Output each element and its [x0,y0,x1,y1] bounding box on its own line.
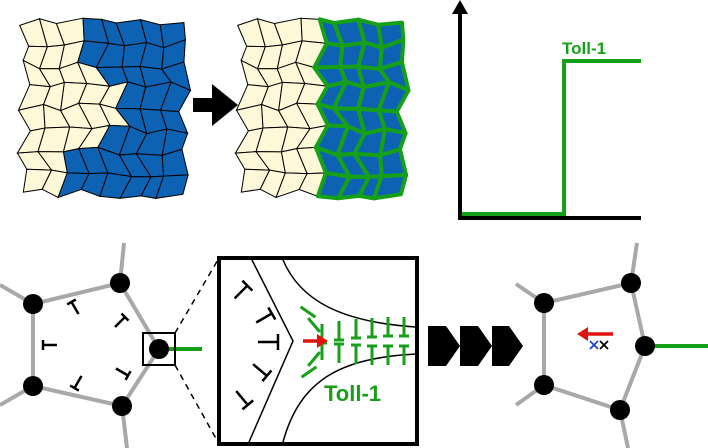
inset-membrane-lower [282,353,417,443]
inset-membrane-upper [282,259,417,328]
polarity-arrow [235,390,249,406]
polarity-arrow [115,367,129,377]
polarity-arrow-bar [267,306,277,321]
polarity-arrow [70,301,80,315]
polarity-arrow-bar [69,384,80,392]
cell-right-vertices [534,273,655,420]
polarity-arrow [233,284,249,300]
polarity-arrow-bar [120,312,130,322]
toll-1-receptor [307,317,321,333]
cell-right [514,242,708,448]
y-axis-arrowhead [452,0,468,14]
step-graph: Toll-1 [452,0,641,220]
tissue-mixed-cells [16,17,192,199]
inset-membrane-left [248,259,294,443]
polarity-arrow-bar [66,298,77,306]
right-arrow-icon [193,84,238,126]
cross-marks-icon [589,340,609,350]
polarity-arrow [255,312,273,324]
cell-left-junction-edges [0,242,162,448]
blue-cross-icon [589,340,599,350]
polarity-arrow-bar [261,369,273,382]
polarity-arrow [73,375,83,389]
inset-polarity-arrows [233,279,280,411]
tissue-sorted-cells [234,17,411,201]
black-cross-icon [599,340,609,350]
graph-series-label: Toll-1 [562,39,606,58]
polarity-arrow-bar [124,370,132,381]
zoom-inset: Toll-1 [217,256,419,446]
polarity-arrow-bar [241,279,254,292]
inset-red-arrow-icon [303,334,328,348]
zoom-guide-lines [174,257,220,445]
toll-1-cell-outline [371,172,409,201]
cell-left-vertices [23,273,169,416]
polarity-arrow [252,363,268,377]
blue-cell [155,174,189,199]
toll-1-receptor [307,351,321,367]
triple-chevron-arrow-icon [428,326,523,366]
polarity-arrow [114,316,126,328]
cell-left-polarity-arrows [41,298,132,392]
toll-1-step-line [462,59,641,216]
toll-1-receptor [300,365,318,379]
zoom-selection-box [142,332,176,366]
cell-left [0,242,202,448]
inset-toll-1-label: Toll-1 [324,381,381,406]
toll-1-receptor [299,305,317,319]
polarity-arrow-bar [241,399,254,411]
red-left-arrow-icon [577,327,613,341]
